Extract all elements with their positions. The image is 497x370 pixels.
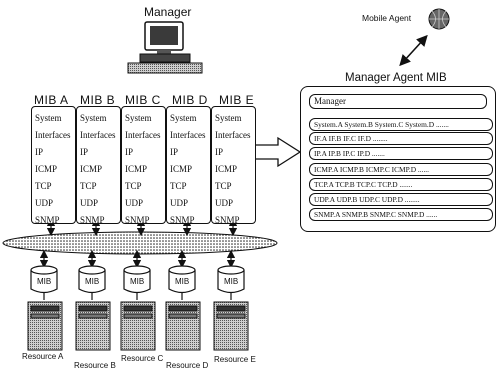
mib-title: MIB A bbox=[34, 93, 69, 107]
mib-group: IP bbox=[170, 147, 179, 157]
agent-mib-row: TCP.A TCP.B TCP.C TCP.D ....... bbox=[309, 178, 493, 191]
mib-group: System bbox=[170, 113, 197, 123]
server-tower-icon bbox=[165, 301, 201, 351]
resource-label: Resource A bbox=[22, 352, 64, 361]
mib-group: ICMP bbox=[125, 164, 148, 174]
mib-group: System bbox=[35, 113, 62, 123]
mib-group: Interfaces bbox=[35, 130, 71, 140]
mib-group: IP bbox=[80, 147, 89, 157]
mib-group: Interfaces bbox=[170, 130, 206, 140]
mib-group: System bbox=[215, 113, 242, 123]
mib-box-a: System Interfaces IP ICMP TCP UDP SNMP bbox=[31, 106, 76, 225]
mib-group: SNMP bbox=[35, 215, 60, 225]
server-icons bbox=[27, 301, 249, 351]
mib-group: UDP bbox=[80, 198, 99, 208]
agent-mib-row: IF.A IF.B IF.C IF.D ........ bbox=[309, 132, 493, 145]
transfer-arrow bbox=[254, 136, 302, 168]
agent-mib-box: Manager System.A System.B System.C Syste… bbox=[300, 86, 496, 232]
mib-group: ICMP bbox=[80, 164, 103, 174]
manager-label: Manager bbox=[144, 5, 192, 19]
mib-group: System bbox=[125, 113, 152, 123]
mib-group: SNMP bbox=[80, 215, 105, 225]
mib-box-e: System Interfaces IP ICMP TCP UDP SNMP bbox=[211, 106, 256, 225]
database-label: MIB bbox=[85, 277, 100, 286]
mib-group: System bbox=[80, 113, 107, 123]
mib-group: ICMP bbox=[170, 164, 193, 174]
database-label: MIB bbox=[37, 277, 52, 286]
mib-group: TCP bbox=[215, 181, 232, 191]
mib-title: MIB C bbox=[125, 93, 161, 107]
vertical-arrows bbox=[39, 217, 238, 300]
agent-mib-row: System.A System.B System.C System.D ....… bbox=[309, 118, 493, 131]
mib-group: TCP bbox=[80, 181, 97, 191]
server-tower-icon bbox=[27, 301, 63, 351]
mib-group: TCP bbox=[170, 181, 187, 191]
agent-mib-title: Manager Agent MIB bbox=[345, 72, 447, 84]
database-icon bbox=[30, 265, 58, 294]
manager-computer-icon bbox=[127, 21, 203, 74]
mobile-agent-globe-icon bbox=[428, 8, 450, 30]
mib-group: UDP bbox=[35, 198, 54, 208]
mib-group: IP bbox=[35, 147, 44, 157]
mib-group: Interfaces bbox=[125, 130, 161, 140]
mib-box-c: System Interfaces IP ICMP TCP UDP SNMP bbox=[121, 106, 166, 225]
mobile-agent-arrow bbox=[399, 34, 428, 67]
mib-group: TCP bbox=[125, 181, 142, 191]
server-tower-icon bbox=[75, 301, 111, 351]
mib-group: ICMP bbox=[215, 164, 238, 174]
mib-box-b: System Interfaces IP ICMP TCP UDP SNMP bbox=[76, 106, 121, 225]
database-icon bbox=[78, 265, 106, 294]
mib-group: ICMP bbox=[35, 164, 58, 174]
database-label: MIB bbox=[130, 277, 145, 286]
database-icon bbox=[168, 265, 196, 294]
mobile-agent-label: Mobile Agent bbox=[362, 13, 412, 23]
database-label: MIB bbox=[175, 277, 190, 286]
mib-title: MIB E bbox=[219, 93, 255, 107]
database-icons bbox=[30, 265, 245, 294]
mib-group: SNMP bbox=[170, 215, 195, 225]
database-label: MIB bbox=[224, 277, 239, 286]
resource-label: Resource C bbox=[121, 354, 164, 363]
mib-group: TCP bbox=[35, 181, 52, 191]
agent-mib-row: IP.A IP.B IP.C IP.D ....... bbox=[309, 147, 493, 160]
database-icon bbox=[217, 265, 245, 294]
mib-box-d: System Interfaces IP ICMP TCP UDP SNMP bbox=[166, 106, 211, 225]
agent-mib-row: UDP.A UDP.B UDP.C UDP.D ........ bbox=[309, 193, 493, 206]
mib-group: Interfaces bbox=[215, 130, 251, 140]
server-tower-icon bbox=[120, 301, 156, 351]
mib-group: UDP bbox=[170, 198, 189, 208]
database-icon bbox=[123, 265, 151, 294]
mib-title: MIB B bbox=[80, 93, 116, 107]
resource-label: Resource D bbox=[166, 361, 209, 370]
resource-label: Resource B bbox=[74, 361, 116, 370]
mib-group: SNMP bbox=[215, 215, 240, 225]
mib-title: MIB D bbox=[172, 93, 208, 107]
agent-mib-row: ICMP.A ICMP.B ICMP.C ICMP.D ...... bbox=[309, 163, 493, 176]
mib-group: IP bbox=[215, 147, 224, 157]
resource-label: Resource E bbox=[214, 355, 256, 364]
mib-group: SNMP bbox=[125, 215, 150, 225]
mib-group: IP bbox=[125, 147, 134, 157]
mib-group: UDP bbox=[125, 198, 144, 208]
mib-group: Interfaces bbox=[80, 130, 116, 140]
server-tower-icon bbox=[213, 301, 249, 351]
agent-mib-row: SNMP.A SNMP.B SNMP.C SNMP.D ...... bbox=[309, 208, 493, 221]
network-bus bbox=[2, 231, 278, 255]
agent-mib-header: Manager bbox=[309, 94, 487, 109]
mib-group: UDP bbox=[215, 198, 234, 208]
